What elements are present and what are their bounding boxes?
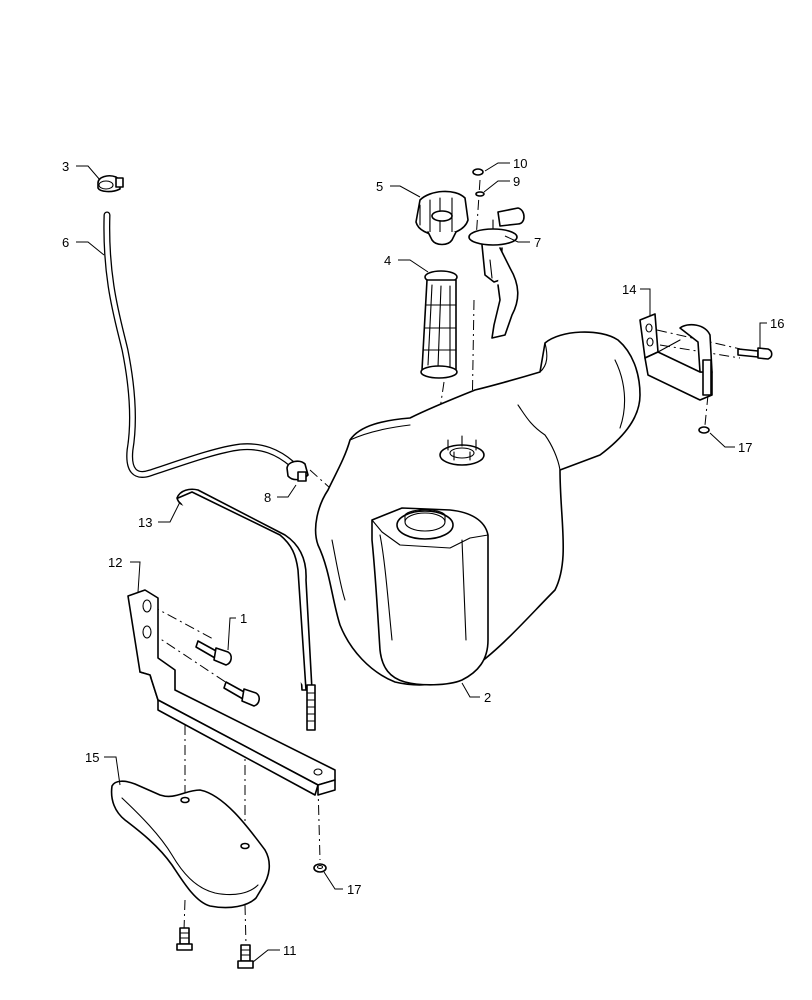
callout-10: 10 xyxy=(513,156,527,171)
callout-15: 15 xyxy=(85,750,99,765)
callout-2: 2 xyxy=(484,690,491,705)
tank-strap xyxy=(176,488,316,731)
mounting-bracket xyxy=(127,589,336,796)
side-bolt xyxy=(737,347,773,360)
callout-17-lower: 17 xyxy=(347,882,361,897)
callout-3: 3 xyxy=(62,159,69,174)
nut-lower xyxy=(313,863,327,873)
side-bracket xyxy=(639,313,713,401)
callout-5: 5 xyxy=(376,179,383,194)
callout-4: 4 xyxy=(384,253,391,268)
hose-clamp-top xyxy=(97,175,124,193)
pad-bolt-right xyxy=(237,944,254,969)
callout-17-upper: 17 xyxy=(738,440,752,455)
bracket-bolt-lower xyxy=(223,681,260,707)
pad-bolt-left xyxy=(176,927,193,951)
fuel-cap xyxy=(415,190,469,246)
filler-strainer xyxy=(420,270,458,379)
sender-screw xyxy=(472,168,484,176)
callout-14: 14 xyxy=(622,282,636,297)
sender-washer xyxy=(475,191,485,197)
callout-8: 8 xyxy=(264,490,271,505)
callout-12: 12 xyxy=(108,555,122,570)
callout-7: 7 xyxy=(534,235,541,250)
callout-9: 9 xyxy=(513,174,520,189)
vent-hose xyxy=(103,211,296,478)
fuel-tank xyxy=(314,331,641,686)
hose-clamp-bottom xyxy=(286,460,309,482)
callout-6: 6 xyxy=(62,235,69,250)
nut-upper xyxy=(698,426,710,434)
callout-13: 13 xyxy=(138,515,152,530)
callout-16: 16 xyxy=(770,316,784,331)
callout-1: 1 xyxy=(240,611,247,626)
callout-11: 11 xyxy=(283,943,297,958)
support-pad xyxy=(110,780,271,909)
bracket-bolt xyxy=(195,640,232,666)
callout-leaders xyxy=(76,162,767,963)
fuel-sender xyxy=(468,207,525,339)
callout-labels: 3 6 5 4 10 9 7 8 2 14 16 17 12 13 1 15 1… xyxy=(62,156,784,958)
